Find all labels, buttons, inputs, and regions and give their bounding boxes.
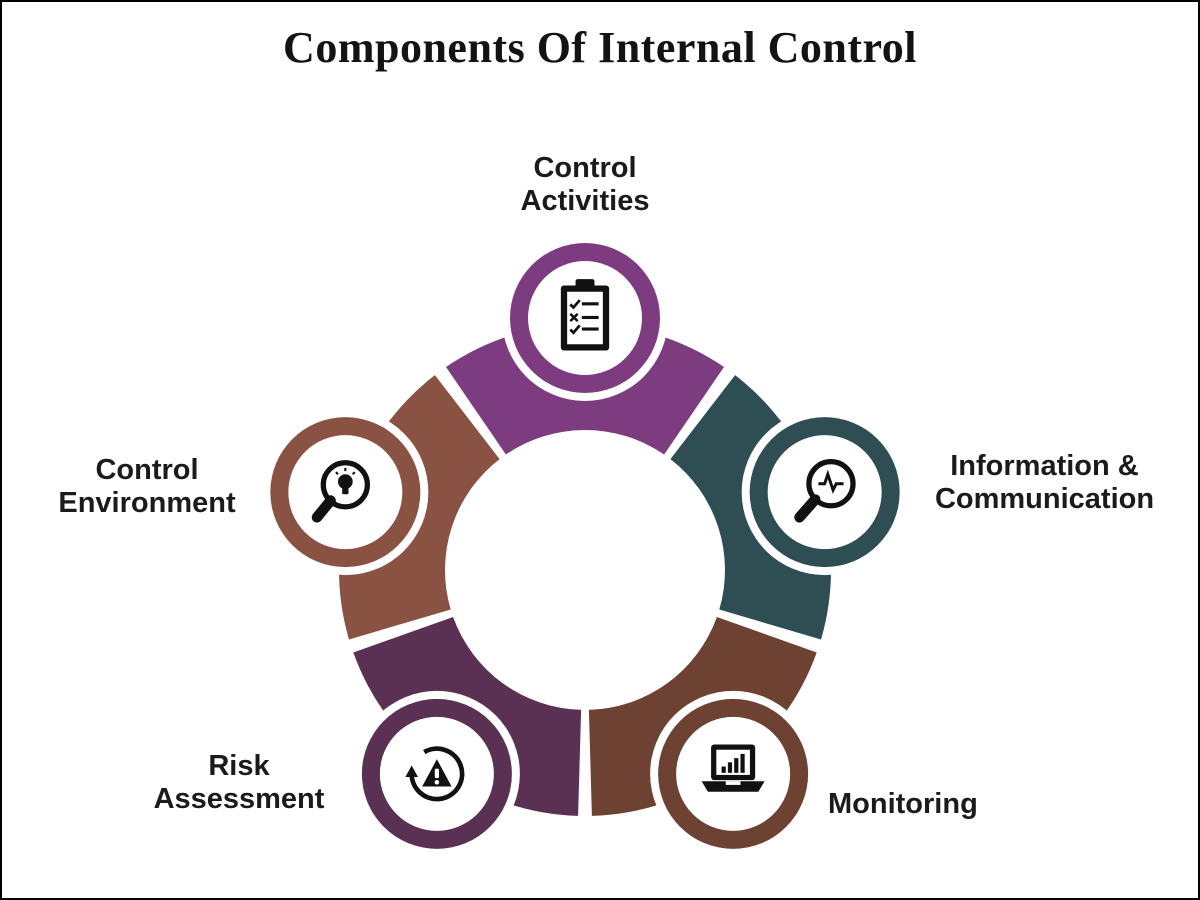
label-monitoring: Monitoring	[828, 788, 978, 820]
label-control-activities: Control Activities	[520, 152, 650, 218]
laptop-chart-icon	[701, 744, 765, 792]
label-information-communication: Information & Communication	[934, 450, 1155, 516]
label-risk-assessment: Risk Assessment	[153, 750, 325, 816]
page-title: Components Of Internal Control	[283, 23, 917, 72]
clipboard-checklist-icon	[559, 277, 611, 352]
label-control-environment: Control Environment	[58, 454, 236, 520]
